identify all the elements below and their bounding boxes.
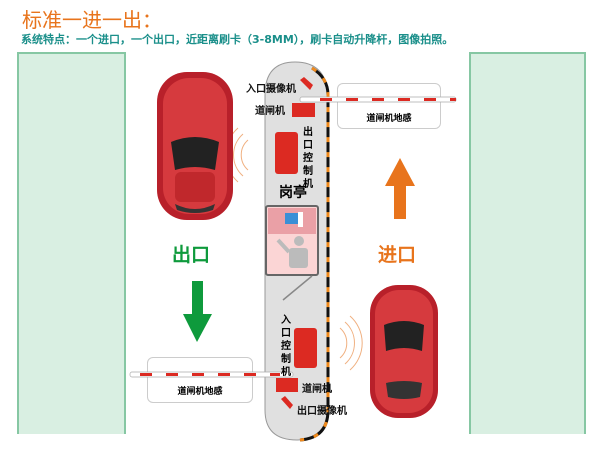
top-camera-label: 入口摄像机: [246, 84, 296, 95]
top-gate-label: 道闸机: [255, 106, 285, 117]
entry-arrow-icon: [385, 158, 415, 219]
operator-icon: [294, 236, 304, 246]
entering-car: [370, 285, 438, 418]
top-barrier-arm: [299, 96, 457, 103]
top-loop-detector: 道闸机地感: [337, 83, 441, 129]
bottom-gate-label: 道闸机: [302, 384, 332, 395]
subtitle: 系统特点：一个进口，一个出口，近距离刷卡（3-8MM），刷卡自动升降杆，图像拍照…: [21, 33, 454, 46]
entry-label: 进口: [378, 244, 417, 266]
exiting-car: [157, 72, 233, 220]
booth-window: [265, 205, 319, 276]
exit-controller-device: [275, 132, 298, 174]
bottom-gate-device: [276, 378, 298, 392]
bottom-loop-detector: 道闸机地感: [147, 357, 253, 403]
entry-controller-device: [294, 328, 317, 368]
booth-label: 岗亭: [279, 185, 307, 201]
bottom-camera-label: 出口摄像机: [297, 406, 347, 417]
computer-icon: [285, 213, 298, 224]
exit-label: 出口: [172, 244, 211, 266]
bottom-camera-icon: [281, 396, 293, 409]
exit-controller-label: 出口控制机: [303, 127, 313, 190]
top-gate-device: [292, 103, 315, 117]
entry-controller-label: 入口控制机: [281, 315, 291, 378]
left-lane-panel: [17, 52, 126, 434]
top-camera-icon: [300, 77, 313, 90]
bottom-barrier-arm: [129, 371, 294, 378]
right-lane-panel: [469, 52, 586, 434]
page-title: 标准一进一出：: [22, 8, 162, 32]
exit-arrow-icon: [183, 281, 212, 342]
